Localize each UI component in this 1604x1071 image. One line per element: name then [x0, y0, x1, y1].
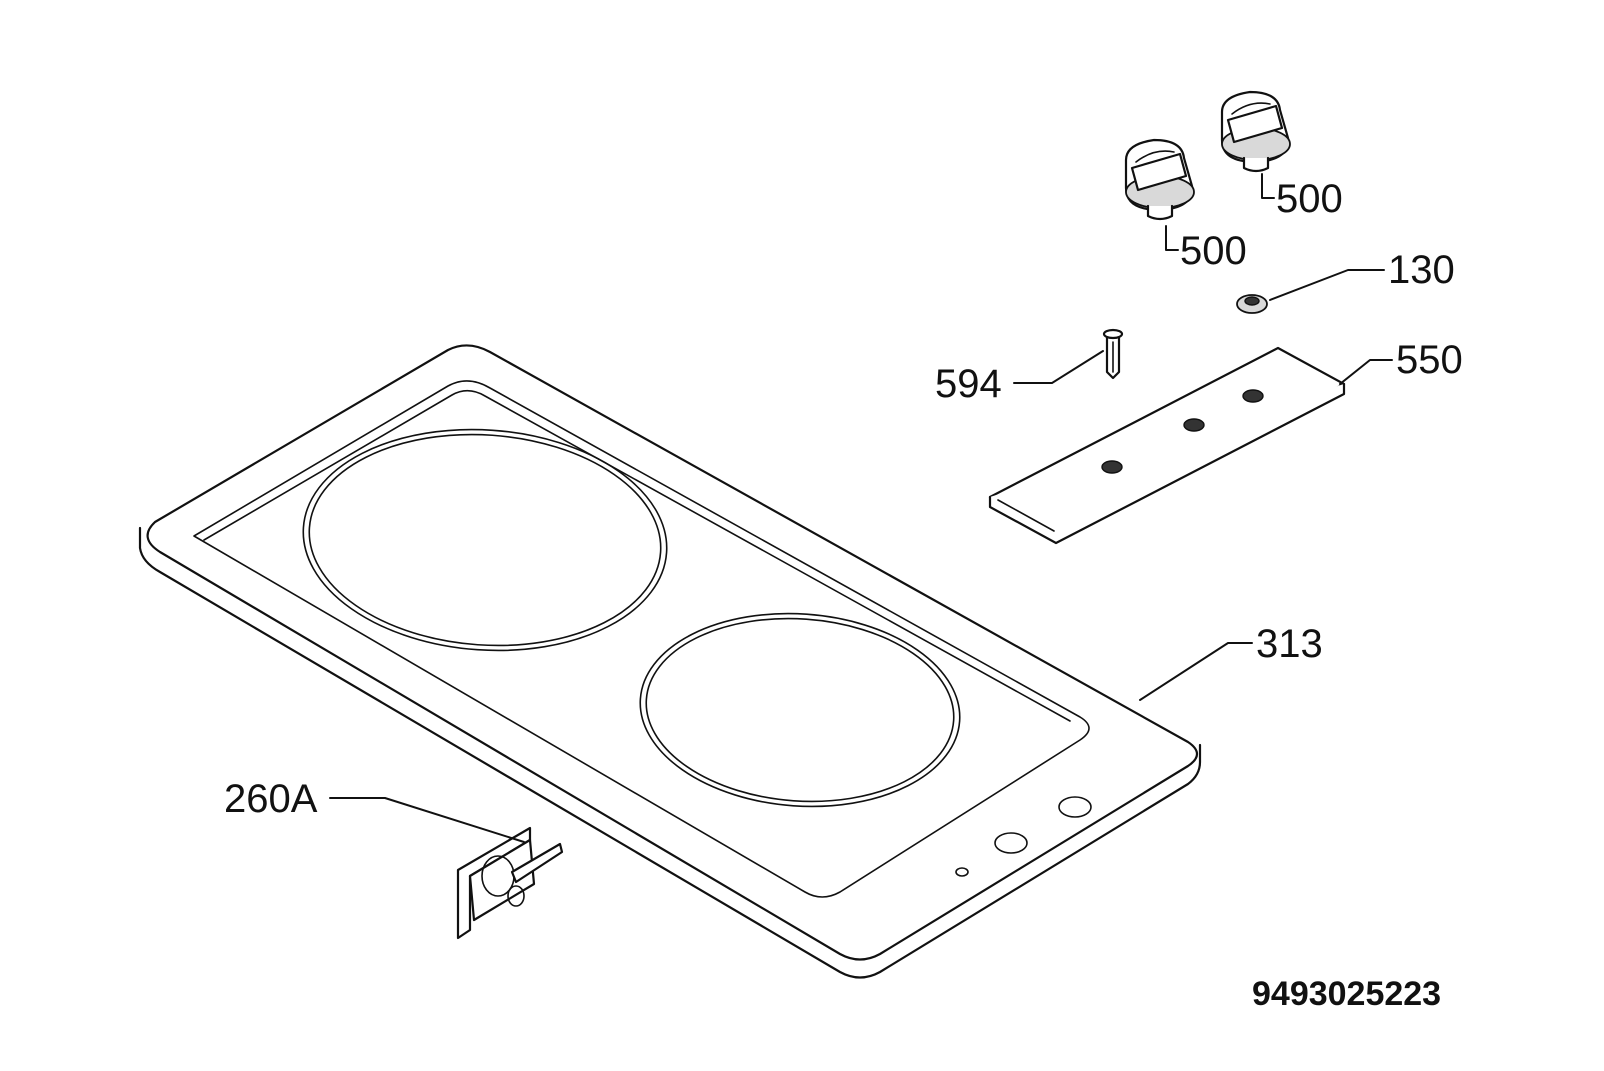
knob-front-part [1124, 138, 1195, 221]
clip-part [1102, 328, 1124, 380]
knob-rear-part [1220, 90, 1291, 173]
label-bracket: 260A [224, 777, 318, 821]
label-knob-rear: 500 [1276, 177, 1343, 221]
label-clip: 594 [935, 362, 1002, 406]
label-nut: 130 [1388, 248, 1455, 292]
bracket-part [456, 826, 564, 940]
leader-lines [329, 173, 1393, 843]
nut-part [1236, 294, 1268, 314]
hob-part [138, 344, 1202, 979]
leader-knob-rear [1261, 173, 1275, 199]
label-knob-front: 500 [1180, 229, 1247, 273]
leader-bracket [329, 797, 525, 843]
leader-control-panel [1339, 359, 1393, 385]
label-hob: 313 [1256, 622, 1323, 666]
document-number: 9493025223 [1252, 975, 1441, 1013]
control-panel-part [988, 346, 1346, 545]
label-control-panel: 550 [1396, 338, 1463, 382]
leader-hob [1139, 642, 1253, 701]
leader-clip [1013, 350, 1104, 384]
leader-nut [1269, 269, 1385, 301]
leader-knob-front [1165, 225, 1179, 251]
